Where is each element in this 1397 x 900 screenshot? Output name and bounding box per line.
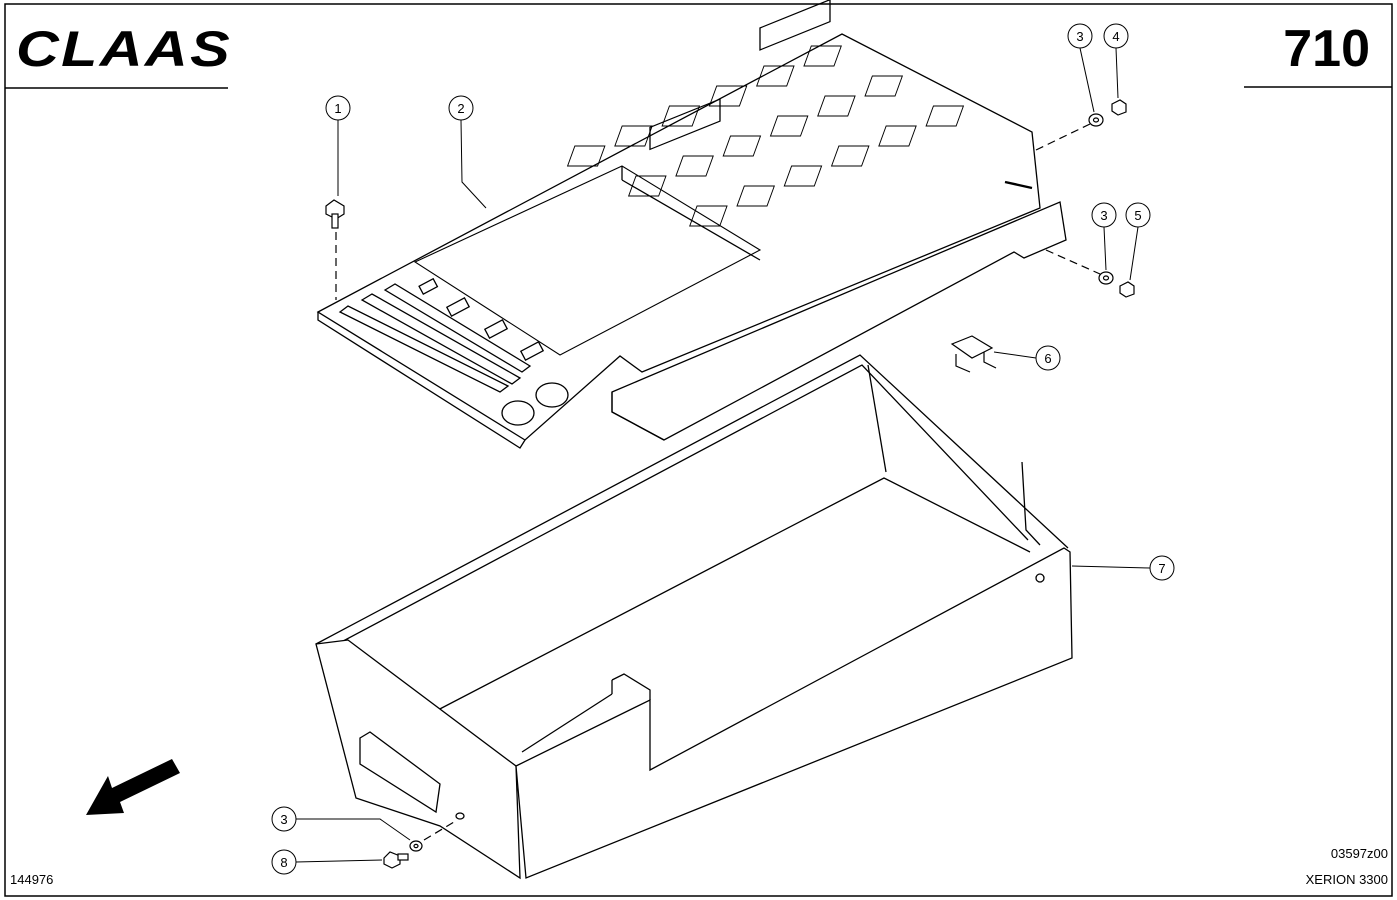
hardware-bottom bbox=[383, 821, 455, 869]
callout-7: 7 bbox=[1071, 555, 1175, 581]
svg-text:3: 3 bbox=[1100, 208, 1107, 223]
callouts: 1 2 3 4 3 5 6 bbox=[271, 23, 1175, 875]
callout-3a: 3 bbox=[1067, 23, 1095, 113]
svg-text:4: 4 bbox=[1112, 29, 1119, 44]
hardware-right bbox=[1035, 99, 1135, 298]
callout-3b: 3 bbox=[1091, 202, 1117, 271]
callout-3c: 3 bbox=[271, 806, 411, 841]
part-1-screw bbox=[325, 199, 345, 300]
svg-text:3: 3 bbox=[280, 812, 287, 827]
part-7-housing-tray bbox=[315, 354, 1073, 880]
svg-text:8: 8 bbox=[280, 855, 287, 870]
callout-6: 6 bbox=[993, 345, 1061, 371]
brand-logo-text: CLAAS bbox=[16, 21, 232, 77]
svg-text:2: 2 bbox=[457, 101, 464, 116]
drawing-code: 03597z00 bbox=[1331, 846, 1388, 861]
svg-text:6: 6 bbox=[1044, 351, 1051, 366]
callout-4: 4 bbox=[1103, 23, 1129, 99]
direction-arrow-icon bbox=[86, 759, 180, 815]
callout-2: 2 bbox=[448, 95, 487, 209]
claas-logo: CLAAS bbox=[5, 21, 232, 89]
sheet-border bbox=[4, 3, 1393, 897]
svg-text:5: 5 bbox=[1134, 208, 1141, 223]
part-2-top-panel bbox=[316, 0, 1067, 449]
sheet-id: 144976 bbox=[10, 872, 53, 887]
page-number: 710 bbox=[1283, 20, 1370, 78]
model-name: XERION 3300 bbox=[1306, 872, 1388, 887]
callout-1: 1 bbox=[325, 95, 351, 196]
svg-text:1: 1 bbox=[334, 101, 341, 116]
callout-8: 8 bbox=[271, 849, 383, 875]
part-6-clip bbox=[950, 335, 997, 373]
svg-text:7: 7 bbox=[1158, 561, 1165, 576]
callout-5: 5 bbox=[1125, 202, 1151, 281]
svg-text:3: 3 bbox=[1076, 29, 1083, 44]
